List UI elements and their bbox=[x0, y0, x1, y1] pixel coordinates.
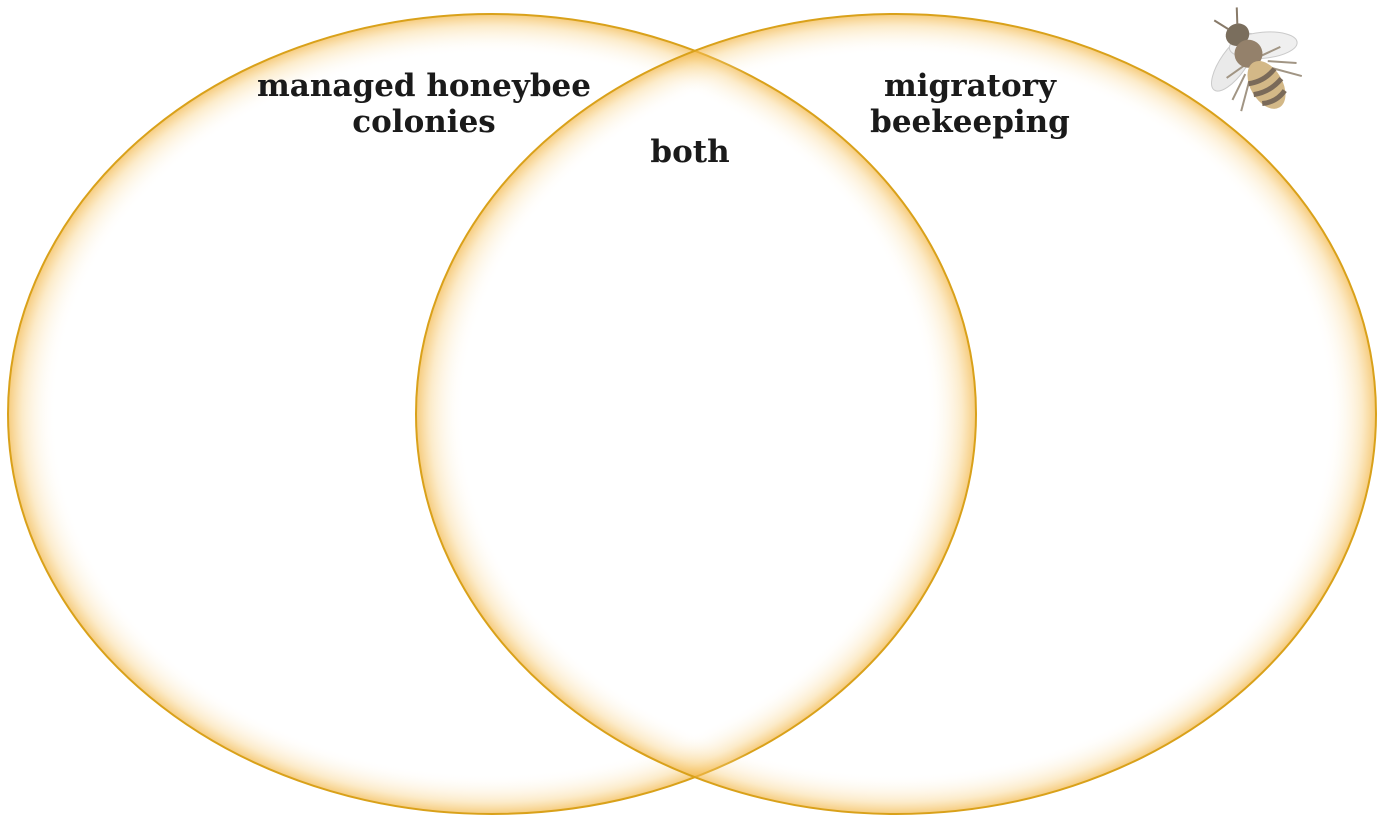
bee-icon bbox=[1211, 7, 1303, 112]
intersection-label-text: both bbox=[650, 134, 730, 170]
right-set-circle bbox=[415, 13, 1377, 815]
intersection-label: both bbox=[610, 134, 770, 170]
